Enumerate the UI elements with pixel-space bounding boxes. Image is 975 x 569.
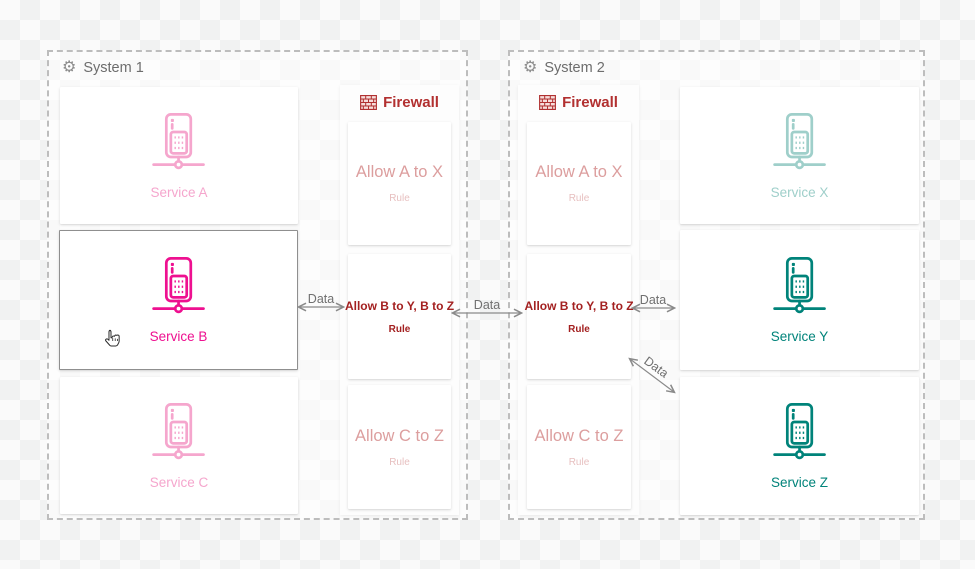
rule-subtitle: Rule: [568, 456, 590, 468]
server-icon: [771, 256, 829, 316]
brick-wall-icon: [360, 95, 377, 110]
rule-allow-c-to-z-card[interactable]: Allow C to Z Rule: [527, 385, 631, 509]
rule-title: Allow C to Z: [355, 426, 444, 445]
firewall-header: Firewall: [340, 94, 459, 111]
service-b-card[interactable]: Service B: [59, 230, 298, 370]
rule-title: Allow A to X: [535, 163, 623, 181]
system-1-header: ⚙ System 1: [62, 59, 144, 77]
firewall-header: Firewall: [518, 94, 639, 111]
gear-icon: ⚙: [62, 59, 77, 76]
server-icon: [150, 402, 208, 462]
rule-title: Allow C to Z: [534, 426, 624, 445]
firewall-title: Firewall: [562, 94, 618, 111]
firewall-title: Firewall: [383, 94, 439, 111]
rule-title: Allow B to Y, B to Z: [344, 298, 455, 313]
rule-title: Allow B to Y, B to Z: [524, 298, 634, 313]
service-z-label: Service Z: [770, 475, 828, 490]
rule-allow-a-to-x-card[interactable]: Allow A to X Rule: [527, 122, 631, 245]
brick-wall-icon: [539, 95, 556, 110]
rule-subtitle: Rule: [389, 193, 410, 204]
system-2-group: ⚙ System 2 Firewall Allow A to X Rule Al…: [508, 50, 925, 520]
service-a-card[interactable]: Service A: [60, 87, 298, 224]
service-x-card[interactable]: Service X: [680, 87, 919, 224]
service-z-card[interactable]: Service Z: [680, 377, 919, 515]
server-icon: [150, 256, 208, 316]
system-2-firewall-panel: Firewall Allow A to X Rule Allow B to Y,…: [518, 85, 639, 515]
service-y-card[interactable]: Service Y: [680, 230, 919, 370]
system-1-firewall-panel: Firewall Allow A to X Rule Allow B to Y,…: [340, 85, 459, 515]
rule-subtitle: Rule: [389, 456, 410, 468]
service-y-label: Service Y: [770, 329, 829, 344]
service-b-label: Service B: [149, 329, 208, 344]
server-icon: [771, 112, 829, 172]
system-2-title: System 2: [544, 60, 605, 76]
server-icon: [771, 402, 829, 462]
system-2-header: ⚙ System 2: [523, 59, 605, 77]
gear-icon: ⚙: [523, 59, 538, 76]
rule-subtitle: Rule: [388, 323, 411, 335]
service-c-card[interactable]: Service C: [60, 377, 298, 514]
rule-allow-b-card[interactable]: Allow B to Y, B to Z Rule: [344, 254, 455, 379]
data-label: Data: [473, 298, 501, 312]
rule-title: Allow A to X: [355, 163, 444, 181]
rule-allow-c-to-z-card[interactable]: Allow C to Z Rule: [348, 385, 451, 509]
service-x-label: Service X: [770, 184, 829, 200]
server-icon: [150, 112, 208, 172]
service-c-label: Service C: [149, 474, 209, 490]
rule-subtitle: Rule: [568, 323, 590, 335]
service-a-label: Service A: [150, 184, 208, 200]
rule-allow-b-card[interactable]: Allow B to Y, B to Z Rule: [524, 254, 634, 379]
system-1-title: System 1: [83, 60, 144, 76]
rule-subtitle: Rule: [568, 193, 590, 204]
rule-allow-a-to-x-card[interactable]: Allow A to X Rule: [348, 122, 451, 245]
system-1-group: ⚙ System 1 Service A Service B Service C…: [47, 50, 468, 520]
